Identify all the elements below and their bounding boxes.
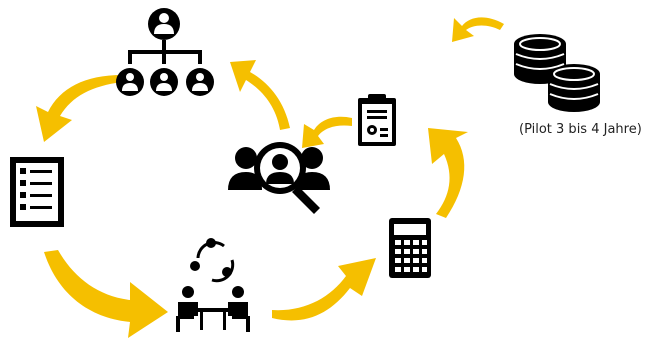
org-chart-icon [116, 8, 214, 96]
arrow-org-to-checklist [36, 75, 122, 142]
arrow-meeting-to-calculator [272, 258, 376, 321]
calculator-icon [389, 218, 431, 278]
candidate-search-icon [228, 142, 330, 214]
checklist-icon [10, 157, 64, 227]
arrow-certificate-to-search [302, 116, 352, 148]
cycle-arrows [36, 17, 504, 338]
coins-icon [514, 34, 600, 112]
arrow-coins-incoming [452, 17, 504, 42]
arrow-search-to-org [230, 60, 290, 130]
coins-caption: (Pilot 3 bis 4 Jahre) [519, 122, 642, 137]
arrow-checklist-to-meeting [44, 250, 168, 338]
meeting-cycle-icon [176, 238, 250, 332]
arrow-calculator-to-certificate [428, 128, 468, 218]
certificate-icon [358, 94, 396, 146]
